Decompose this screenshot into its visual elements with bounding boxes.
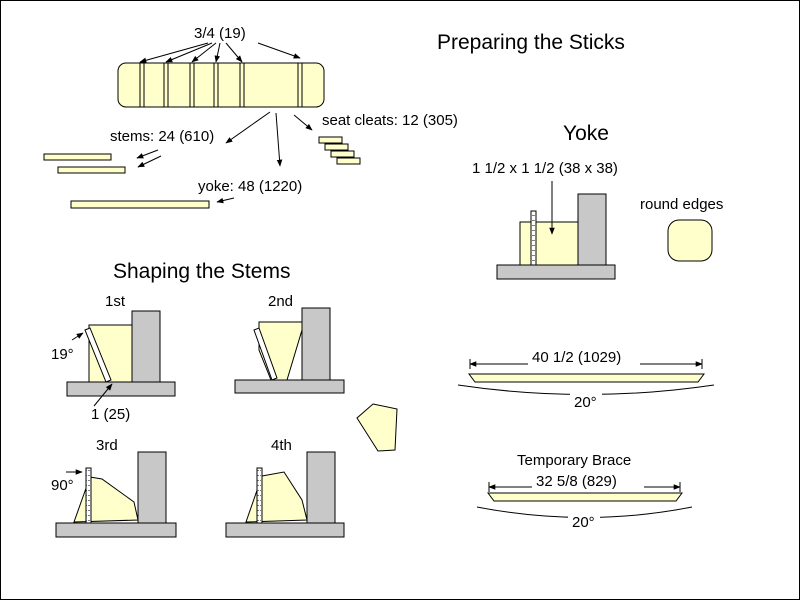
yoke-jig: [496, 181, 616, 280]
label-seat-cleats: seat cleats: 12 (305): [322, 112, 458, 129]
label-step-1: 1st: [105, 293, 126, 310]
label-brace-angle: 20°: [572, 514, 595, 531]
label-angle-19: 19°: [51, 346, 74, 363]
stock-board: [117, 62, 325, 108]
label-brace-title: Temporary Brace: [517, 452, 631, 469]
label-rip-width: 3/4 (19): [194, 25, 246, 42]
brace-angle-label-bg: [568, 510, 600, 530]
label-step-2: 2nd: [268, 293, 293, 310]
stem-profile: [356, 403, 398, 452]
label-yoke-length: yoke: 48 (1220): [198, 178, 302, 195]
title-yoke: Yoke: [563, 122, 609, 145]
label-step-4: 4th: [271, 437, 292, 454]
label-yoke-section: 1 1/2 x 1 1/2 (38 x 38): [472, 160, 618, 177]
title-preparing: Preparing the Sticks: [437, 31, 625, 54]
yoke-span-label-bg: [528, 347, 640, 365]
label-step-3: 3rd: [96, 437, 118, 454]
label-angle-90: 90°: [51, 477, 74, 494]
step-3-jig: [55, 451, 177, 538]
label-stems: stems: 24 (610): [110, 128, 214, 145]
title-shaping: Shaping the Stems: [113, 260, 290, 283]
step-2-jig: [234, 307, 345, 394]
cut-arrows: [225, 111, 313, 167]
label-round-edges: round edges: [640, 196, 723, 213]
step-1-jig: [66, 310, 176, 407]
rounded-profile: [667, 219, 713, 262]
yoke-angle-label-bg: [570, 390, 602, 410]
label-yoke-span: 40 1/2 (1029): [532, 349, 621, 366]
yoke-stick: [70, 197, 235, 209]
brace-span-label-bg: [532, 471, 644, 489]
label-brace-span: 32 5/8 (829): [536, 473, 617, 490]
stem-sticks: [43, 149, 162, 174]
step-4-jig: [225, 451, 345, 538]
label-thickness: 1 (25): [91, 406, 130, 423]
label-yoke-angle: 20°: [574, 394, 597, 411]
seat-cleat-sticks: [318, 136, 361, 165]
rip-width-arrows: [139, 42, 301, 64]
